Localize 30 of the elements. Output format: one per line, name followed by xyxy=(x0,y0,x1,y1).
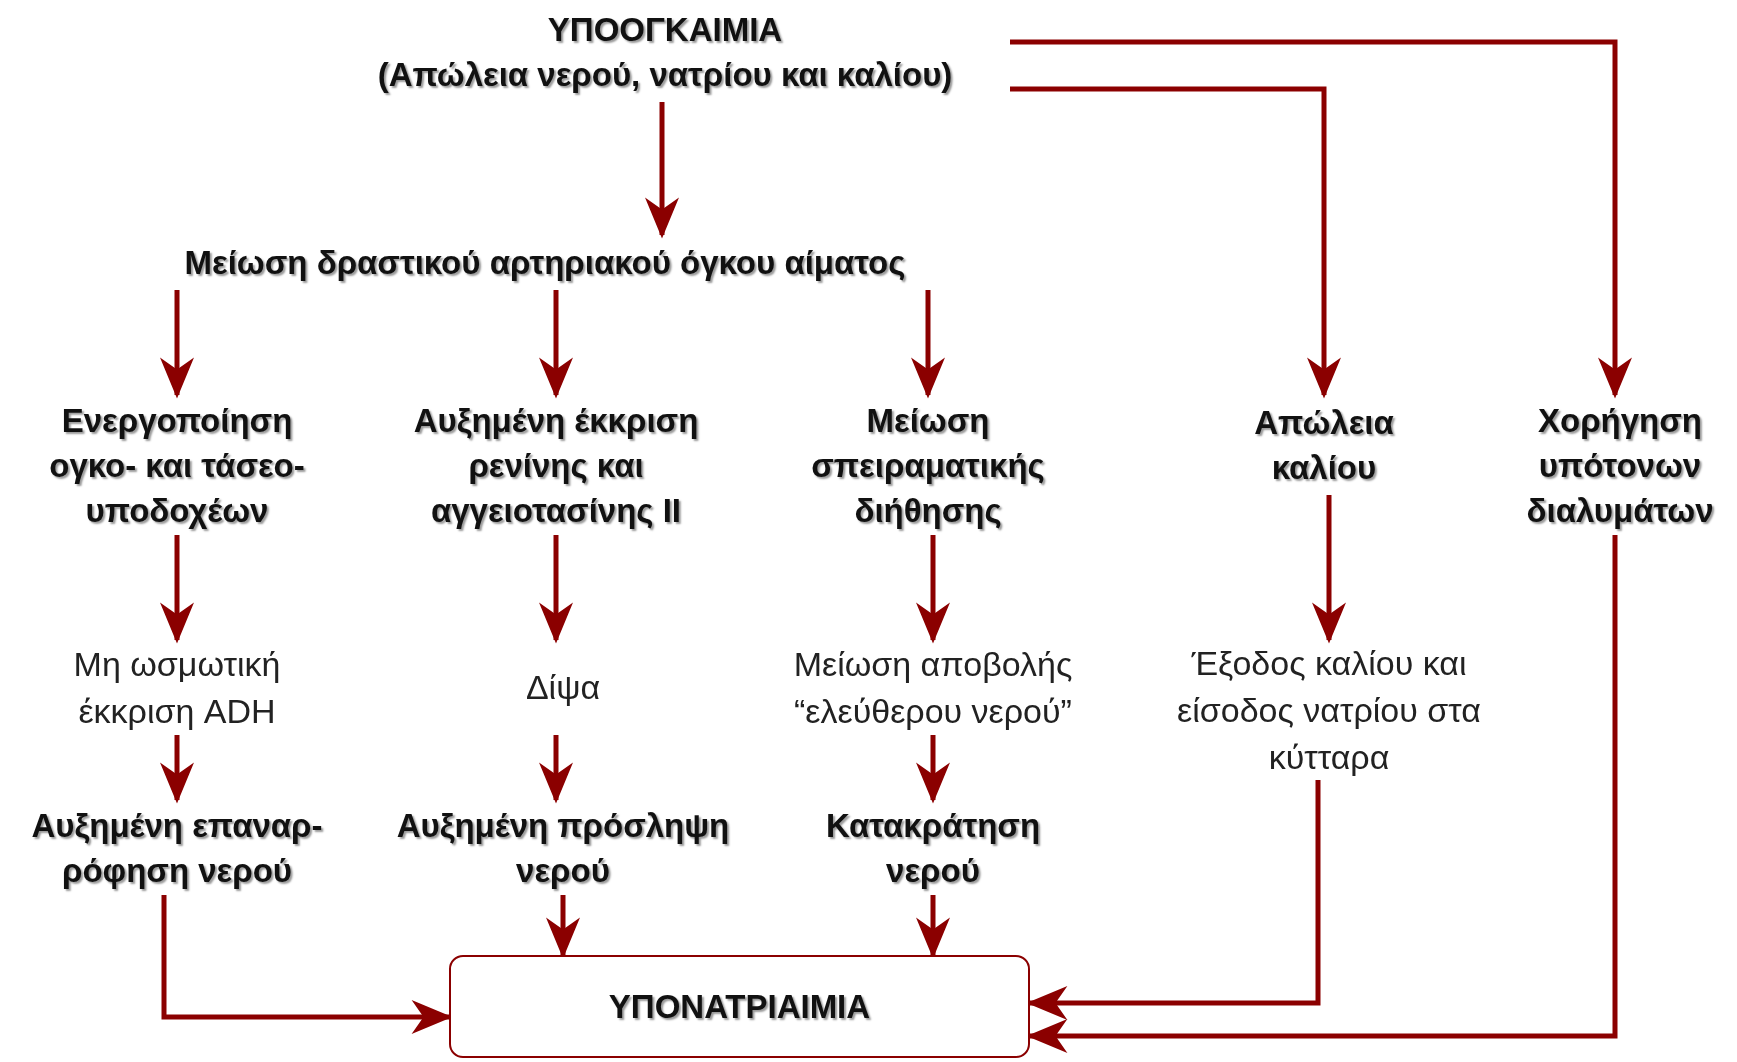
step-label: Δίψα xyxy=(525,667,601,708)
step-label: Μείωση σπειραματικής διήθησης xyxy=(810,400,1046,531)
process-box xyxy=(449,955,1030,1058)
arrow xyxy=(645,102,679,239)
step-label: Απώλεια καλίου xyxy=(1253,403,1395,488)
arrow xyxy=(1312,495,1346,644)
step-label: Αυξημένη πρόσληψη νερού xyxy=(395,805,731,891)
arrow xyxy=(1010,39,1632,399)
arrow xyxy=(160,535,194,644)
diagram-heading: ΥΠΟΟΓΚΑΙΜΙΑ xyxy=(547,10,783,50)
arrow xyxy=(539,735,573,804)
arrow xyxy=(160,290,194,399)
step-label: Μείωση αποβολής “ελεύθερου νερού” xyxy=(792,643,1074,732)
arrow xyxy=(916,535,950,644)
arrow xyxy=(911,290,945,399)
heading-subtitle: (Απώλεια νερού, νατρίου και καλίου) xyxy=(377,55,953,95)
step-label: Έξοδος καλίου και είσοδος νατρίου στα κύτταρα xyxy=(1176,642,1482,778)
step-label: Μείωση δραστικού αρτηριακού όγκου αίματος xyxy=(184,243,906,283)
arrow xyxy=(160,735,194,804)
step-label: Αυξημένη έκκριση ρενίνης και αγγειοτασίνης ΙΙ xyxy=(412,400,700,531)
box-label: ΥΠΟΝΑΤΡΙΑΙΜΙΑ xyxy=(608,987,871,1027)
arrow xyxy=(1010,86,1341,399)
step-label: Αυξημένη επαναρ- ρόφηση νερού xyxy=(30,805,324,891)
arrow xyxy=(916,735,950,804)
step-label: Μη ωσμωτική έκκριση ADH xyxy=(72,643,282,732)
arrow xyxy=(539,290,573,399)
step-label: Κατακράτηση νερού xyxy=(824,805,1042,891)
step-label: Ενεργοποίηση ογκο- και τάσεο- υποδοχέων xyxy=(48,400,306,531)
arrow xyxy=(539,535,573,644)
step-label: Χορήγηση υπότονων διαλυμάτων xyxy=(1525,400,1715,531)
